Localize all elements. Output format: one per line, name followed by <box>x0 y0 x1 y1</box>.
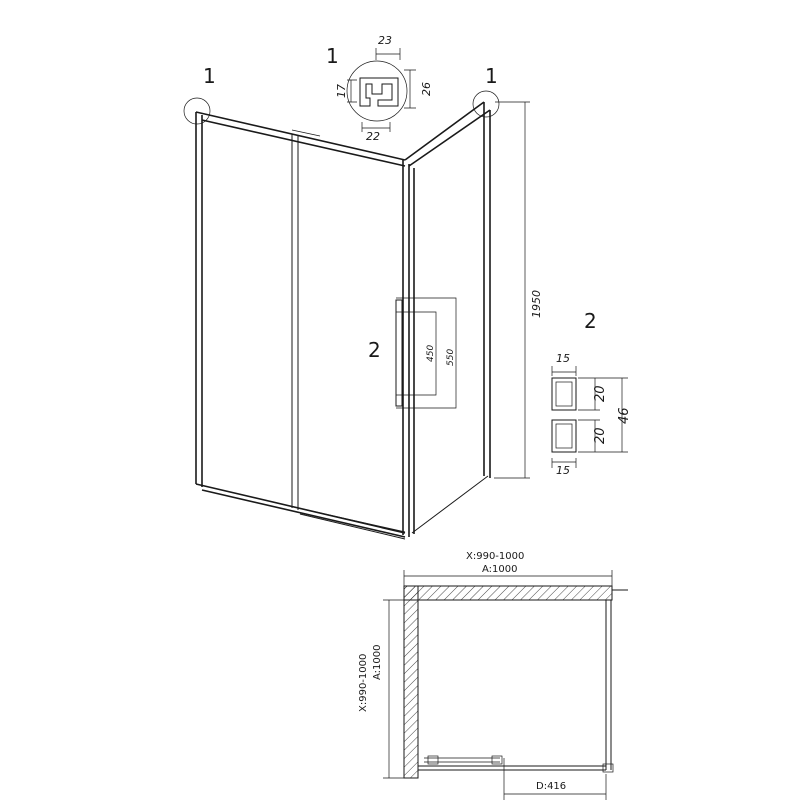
callout-corner-left: 1 <box>203 64 216 88</box>
callout-corner-top: 1 <box>326 44 339 68</box>
bottom-track <box>297 507 406 540</box>
profile-height-right: 26 <box>420 82 433 96</box>
enclosure-3d-view: 1950 450 550 1 1 2 <box>183 64 543 540</box>
overall-height-label: 1950 <box>530 290 543 318</box>
handle-detail-dim-lines <box>551 366 628 468</box>
profile-shape <box>359 77 399 107</box>
handle-detail-part-top: 20 <box>593 385 608 402</box>
handle-detail-total: 46 <box>617 407 632 424</box>
handle-detail: 2 15 15 20 20 46 <box>551 309 632 477</box>
handle-block-top-inner <box>555 381 573 407</box>
handle-detail-part-bottom: 20 <box>593 427 608 444</box>
door-roller-left <box>427 755 439 765</box>
front-glass-panel <box>418 765 606 771</box>
back-wall <box>403 585 613 601</box>
plan-side-dimension <box>383 599 404 779</box>
handle-block-bottom <box>551 419 577 453</box>
side-wall <box>403 585 419 779</box>
handle-detail-width-bottom: 15 <box>556 464 570 477</box>
profile-detail-circle <box>346 60 408 122</box>
corner-right-circle <box>472 90 500 118</box>
handle-inner-height: 450 <box>426 345 436 362</box>
door-roller-right <box>491 755 503 765</box>
callout-handle-detail: 2 <box>584 309 597 333</box>
side-panel-bottom <box>411 475 489 534</box>
corner-post <box>402 160 415 537</box>
handle-outer-height: 550 <box>446 349 456 366</box>
handle-block-top <box>551 377 577 411</box>
side-panel-top <box>404 101 491 167</box>
profile-width-top: 23 <box>378 34 392 47</box>
handle-block-bottom-inner <box>555 423 573 449</box>
plan-d-dimension <box>503 758 607 800</box>
plan-a-side: A:1000 <box>372 645 383 680</box>
side-back-post <box>483 102 491 478</box>
plan-view: X:990-1000 A:1000 X:990-1000 A:1000 D:41… <box>358 551 628 800</box>
plan-top-dimension <box>403 570 613 588</box>
handle-box <box>396 297 457 409</box>
top-rail-track <box>291 129 321 137</box>
handle-detail-width-top: 15 <box>556 352 570 365</box>
profile-dim-lines <box>347 48 416 132</box>
plan-a-top: A:1000 <box>482 564 517 575</box>
plan-x-top: X:990-1000 <box>466 551 524 562</box>
front-bottom-rail <box>195 483 406 538</box>
corner-profile <box>602 763 614 773</box>
fixed-panel-edge <box>291 134 299 510</box>
profile-detail: 23 22 17 26 1 <box>326 34 433 143</box>
side-glass-panel <box>605 589 628 770</box>
height-dimension-line <box>494 101 530 479</box>
plan-x-side: X:990-1000 <box>358 654 369 712</box>
front-top-rail <box>195 111 406 167</box>
left-post <box>195 112 203 487</box>
plan-d-bottom: D:416 <box>536 781 566 792</box>
callout-handle: 2 <box>368 338 381 362</box>
callout-corner-right: 1 <box>485 64 498 88</box>
profile-height-left: 17 <box>335 84 348 98</box>
door-handle <box>395 299 403 407</box>
front-door-track <box>424 757 500 763</box>
corner-left-circle <box>183 97 211 125</box>
profile-width-bottom: 22 <box>366 130 380 143</box>
